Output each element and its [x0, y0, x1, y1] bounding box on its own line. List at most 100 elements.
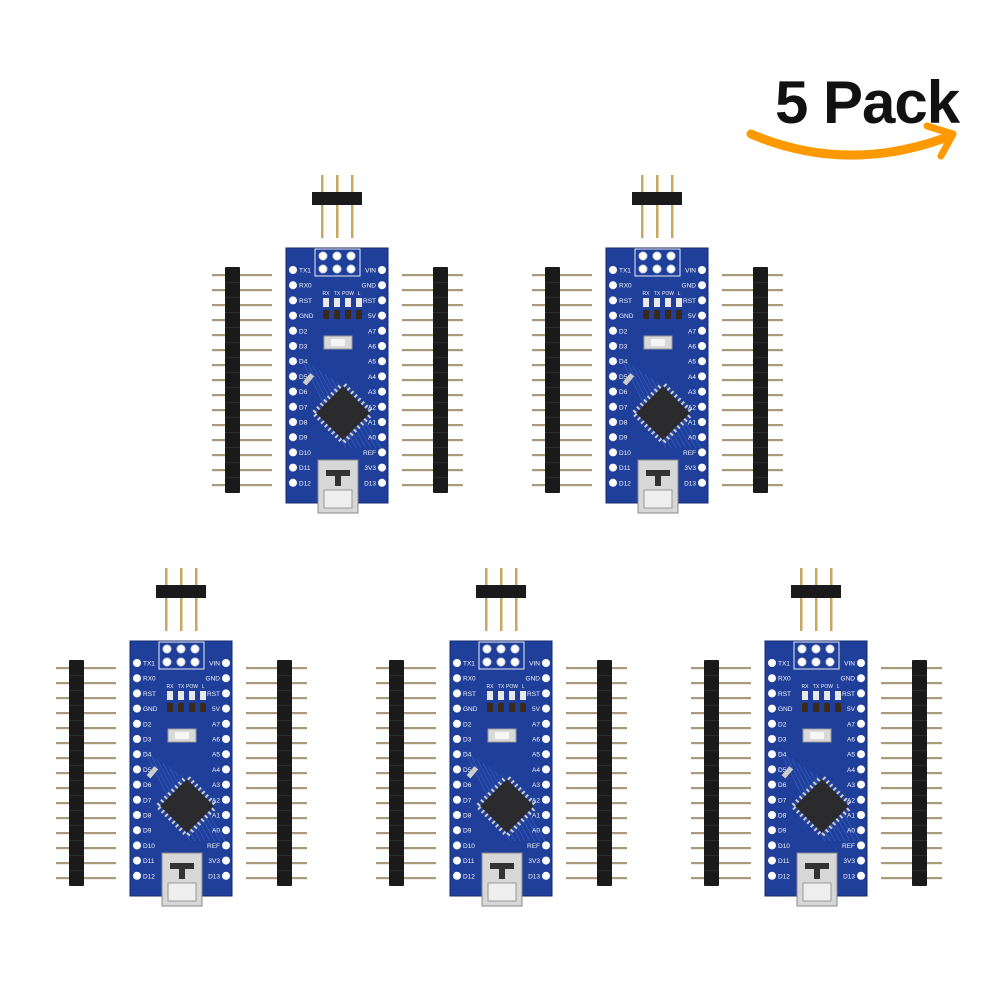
- header-pin: [402, 349, 463, 352]
- pin-hole: [133, 811, 141, 819]
- header-pin: [881, 682, 942, 685]
- led-label: TX: [654, 291, 661, 297]
- pin-label: D13: [528, 873, 540, 880]
- header-pin: [402, 334, 463, 337]
- resistor: [509, 703, 515, 712]
- header-pin: [532, 274, 592, 277]
- header-pin: [691, 727, 751, 730]
- led-label: POW: [506, 684, 518, 690]
- header-pin: [376, 682, 436, 685]
- header-pin: [566, 832, 627, 835]
- pin-hole: [698, 402, 706, 411]
- pin-label: A5: [532, 752, 540, 759]
- header-pin: [402, 379, 463, 382]
- pin-hole: [542, 659, 550, 667]
- pin-label: RST: [683, 298, 696, 305]
- pin-hole: [378, 311, 386, 320]
- pin-label: A3: [688, 389, 696, 396]
- header-pin: [722, 394, 783, 397]
- icsp-pin-header: [312, 175, 362, 238]
- header-pin: [376, 817, 436, 820]
- pin-label: A5: [688, 359, 696, 366]
- icsp-hole: [162, 644, 172, 654]
- usb-port: [802, 882, 832, 902]
- pin-label: 5V: [847, 706, 856, 713]
- pin-hole: [222, 811, 230, 819]
- pin-label: A1: [212, 813, 220, 820]
- pin-label: VIN: [365, 268, 376, 275]
- header-pin: [212, 409, 272, 412]
- pin-label: A2: [847, 797, 855, 804]
- icsp-hole: [346, 251, 356, 261]
- led: [824, 691, 830, 700]
- header-pin: [56, 877, 116, 880]
- resistor: [487, 703, 493, 712]
- pin-label: A7: [368, 328, 376, 335]
- usb-port: [167, 882, 197, 902]
- pin-label: A7: [847, 721, 855, 728]
- pin-hole: [542, 719, 550, 728]
- pin-label: A2: [368, 404, 376, 411]
- header-pin: [671, 175, 674, 238]
- header-body: [277, 660, 292, 886]
- header-body: [597, 660, 612, 886]
- crystal: [781, 766, 794, 779]
- pin-hole: [222, 795, 230, 804]
- pin-label: D3: [463, 737, 472, 744]
- pin-hole: [542, 765, 550, 774]
- header-pin: [532, 439, 592, 442]
- header-pin: [246, 802, 307, 805]
- pin-hole: [609, 448, 617, 457]
- pin-hole: [542, 735, 550, 743]
- pin-label: A4: [368, 374, 376, 381]
- header-pin: [212, 379, 272, 382]
- led: [509, 691, 515, 700]
- header-pin: [246, 697, 307, 700]
- pin-label: A4: [532, 767, 540, 774]
- usb-slot: [326, 470, 350, 476]
- icsp-pin-header: [156, 568, 206, 631]
- pin-label: A1: [368, 420, 376, 427]
- pin-label: D10: [778, 843, 790, 850]
- header-pin: [165, 568, 168, 631]
- led-label: POW: [186, 684, 198, 690]
- header-pin: [881, 877, 942, 880]
- header-pin: [376, 697, 436, 700]
- pin-hole: [289, 387, 297, 396]
- pin-hole: [133, 780, 141, 789]
- header-pin: [336, 175, 339, 238]
- pin-label: 3V3: [364, 465, 376, 472]
- header-pin: [532, 409, 592, 412]
- pin-hole: [609, 463, 617, 472]
- pin-label: GND: [841, 676, 856, 683]
- led: [835, 691, 841, 700]
- header-pin: [881, 757, 942, 760]
- led: [200, 691, 206, 700]
- header-pin: [881, 802, 942, 805]
- pin-hole: [698, 342, 706, 350]
- header-pin: [376, 757, 436, 760]
- icsp-hole: [176, 644, 186, 654]
- pin-label: A1: [532, 813, 540, 820]
- pin-hole: [698, 418, 706, 426]
- icsp-hole: [496, 657, 506, 667]
- pin-hole: [857, 735, 865, 743]
- pin-label: RX0: [619, 283, 632, 290]
- led-label: L: [837, 684, 840, 690]
- pin-hole: [453, 719, 461, 728]
- resistor: [189, 703, 195, 712]
- reset-button-cap: [651, 339, 665, 346]
- pin-hole: [768, 719, 776, 728]
- pin-label: A6: [688, 344, 696, 351]
- header-pin: [691, 757, 751, 760]
- header-pin: [56, 697, 116, 700]
- header-pin: [212, 484, 272, 487]
- led-label: L: [358, 291, 361, 297]
- resistor: [802, 703, 808, 712]
- pin-label: A2: [532, 797, 540, 804]
- pin-label: A1: [847, 813, 855, 820]
- pin-hole: [453, 811, 461, 819]
- pin-label: A7: [212, 721, 220, 728]
- header-pin: [212, 469, 272, 472]
- pin-hole: [857, 689, 865, 698]
